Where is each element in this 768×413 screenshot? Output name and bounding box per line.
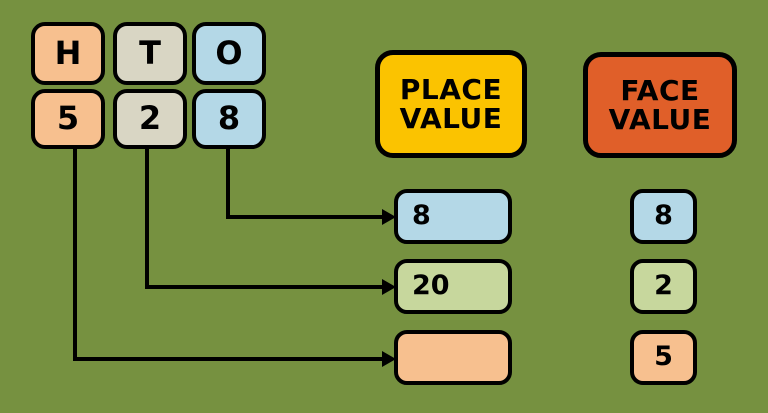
- digit-tile-ones-label: 8: [217, 99, 241, 138]
- place-value-banner[interactable]: PLACE VALUE: [375, 50, 527, 158]
- place-value-banner-line1: PLACE: [399, 72, 503, 106]
- digit-tile-tens[interactable]: 2: [113, 89, 187, 149]
- connector-hundreds: [73, 148, 382, 361]
- place-value-box-hundreds[interactable]: [394, 330, 512, 385]
- place-value-box-ones[interactable]: 8: [394, 189, 512, 244]
- face-value-box-tens[interactable]: 2: [630, 259, 697, 314]
- face-value-box-hundreds-label: 5: [654, 341, 673, 373]
- place-value-box-tens[interactable]: 20: [394, 259, 512, 314]
- digit-tile-hundreds-label: 5: [56, 99, 80, 138]
- face-value-banner[interactable]: FACE VALUE: [583, 52, 737, 158]
- face-value-banner-line2: VALUE: [608, 103, 712, 136]
- face-value-box-ones-label: 8: [654, 200, 673, 232]
- connector-tens: [145, 148, 382, 289]
- place-header-tens[interactable]: T: [113, 22, 187, 85]
- place-header-hundreds-label: H: [54, 33, 82, 72]
- place-header-hundreds[interactable]: H: [31, 22, 105, 85]
- face-value-box-ones[interactable]: 8: [630, 189, 697, 244]
- connector-ones: [226, 148, 382, 219]
- face-value-box-tens-label: 2: [654, 270, 673, 302]
- digit-tile-ones[interactable]: 8: [192, 89, 266, 149]
- digit-tile-tens-label: 2: [138, 99, 162, 138]
- place-header-tens-label: T: [139, 33, 161, 72]
- place-header-ones-label: O: [215, 33, 243, 72]
- face-value-box-hundreds[interactable]: 5: [630, 330, 697, 385]
- place-header-ones[interactable]: O: [192, 22, 266, 85]
- face-value-banner-line1: FACE: [620, 73, 700, 107]
- place-value-banner-line2: VALUE: [399, 102, 503, 135]
- digit-tile-hundreds[interactable]: 5: [31, 89, 105, 149]
- place-value-box-tens-label: 20: [412, 270, 450, 302]
- place-value-box-ones-label: 8: [412, 200, 431, 232]
